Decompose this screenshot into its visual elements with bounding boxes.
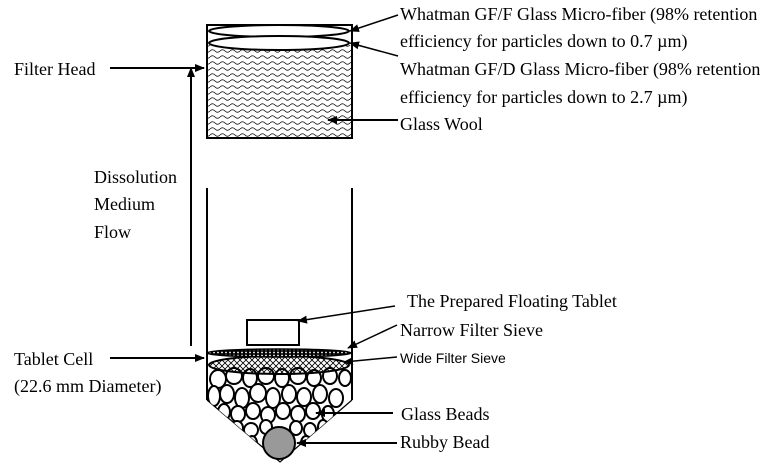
glass-bead (328, 388, 344, 408)
narrow-sieve-label: Narrow Filter Sieve (400, 320, 543, 340)
glass-bead (230, 420, 244, 436)
flow-label-line1: Dissolution (94, 167, 177, 187)
tablet-cell-label-line1: Tablet Cell (14, 349, 93, 369)
floating-tablet-label: The Prepared Floating Tablet (407, 291, 617, 311)
gf-d-filter-disc (208, 35, 350, 51)
floating-tablet-arrow (297, 305, 396, 324)
glass-bead (219, 384, 235, 404)
gf-d-arrow (349, 41, 399, 57)
glass-bead (305, 402, 321, 420)
tablet-cell (206, 188, 353, 463)
glass-bead (289, 420, 303, 436)
glass-wool-fill (207, 45, 352, 138)
narrow-filter-sieve (206, 348, 352, 358)
glass-beads-label: Glass Beads (401, 404, 490, 424)
glass-bead (338, 369, 352, 387)
glass-bead (234, 387, 250, 409)
glass-bead (296, 387, 312, 407)
floating-tablet (246, 319, 300, 346)
rubby-bead-label: Rubby Bead (400, 432, 490, 452)
narrow-sieve-arrow (347, 324, 398, 349)
glass-wool-label: Glass Wool (400, 114, 483, 134)
gf-f-label-line1: Whatman GF/F Glass Micro-fiber (98% rete… (400, 4, 757, 25)
filter-head (206, 24, 353, 139)
glass-bead (243, 422, 259, 438)
wide-sieve-label: Wide Filter Sieve (400, 350, 506, 366)
flow-label-line3: Flow (94, 222, 131, 242)
gf-d-label-line2: efficiency for particles down to 2.7 µm) (400, 87, 687, 108)
wide-sieve-arrow (343, 356, 398, 366)
glass-bead (245, 402, 261, 420)
glass-bead (249, 383, 267, 403)
glass-bead (275, 402, 291, 420)
glass-bead (312, 384, 328, 404)
glass-bead (217, 403, 231, 421)
glass-bead (281, 384, 297, 404)
filter-head-label: Filter Head (14, 59, 95, 79)
gf-f-arrow (349, 14, 399, 32)
glass-bead (246, 435, 258, 451)
gf-f-label-line2: efficiency for particles down to 0.7 µm) (400, 31, 687, 52)
glass-bead (290, 405, 306, 423)
glass-bead (230, 405, 246, 423)
gf-d-label-line1: Whatman GF/D Glass Micro-fiber (98% rete… (400, 59, 760, 80)
tablet-cell-label-line2: (22.6 mm Diameter) (14, 376, 161, 397)
wide-filter-sieve (208, 355, 350, 375)
glass-bead (303, 422, 317, 438)
flow-label-line2: Medium (94, 194, 155, 214)
rubby-bead (262, 426, 296, 460)
